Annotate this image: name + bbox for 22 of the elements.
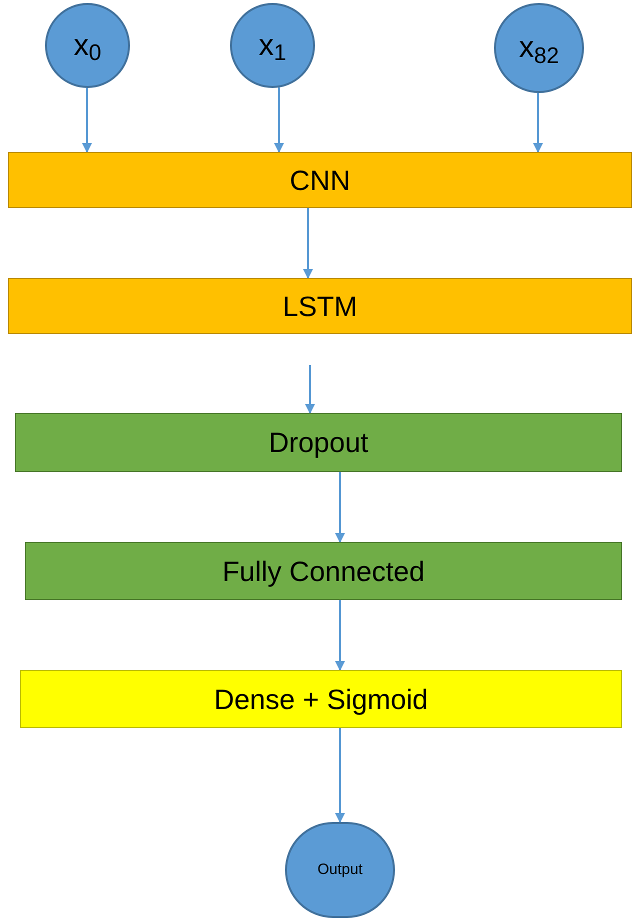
arrow: [335, 472, 345, 543]
arrow: [335, 600, 345, 671]
layer-box: [25, 542, 622, 600]
arrow: [305, 365, 315, 414]
node-label: x$_{0}$: [74, 28, 102, 64]
arrow: [82, 88, 92, 153]
arrow: [335, 728, 345, 823]
arrow: [303, 208, 313, 279]
layer-box: [8, 152, 632, 208]
layer-box: [8, 278, 632, 334]
node-label: Fully Connected: [222, 554, 425, 588]
arrow: [274, 88, 284, 153]
arrow: [533, 93, 543, 153]
node-label: x$_{82}$: [518, 30, 560, 67]
node-label: x$_{1}$: [258, 28, 286, 64]
layer-box: [20, 670, 622, 728]
node-label: Dense + Sigmoid: [214, 682, 428, 716]
node-label: Output: [317, 860, 363, 880]
layer-box: [15, 413, 622, 472]
node-label: CNN: [290, 164, 350, 198]
node-label: LSTM: [282, 290, 358, 324]
node-label: Dropout: [268, 426, 368, 460]
